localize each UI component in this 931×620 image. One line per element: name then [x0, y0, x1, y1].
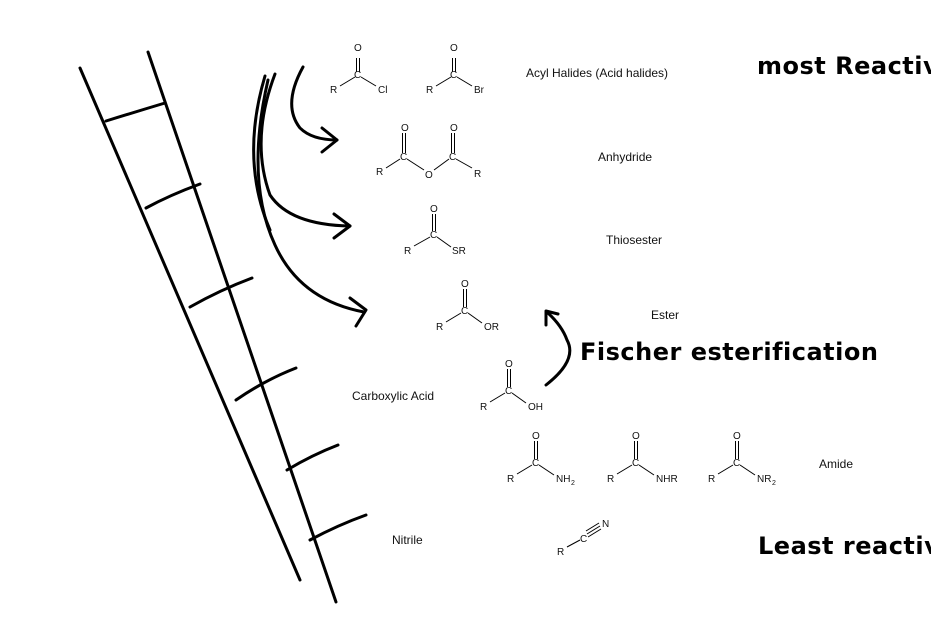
amide-nr2-structure: R C O NR 2	[708, 431, 776, 487]
fischer-arrowhead	[544, 309, 560, 327]
r-label: R	[474, 169, 481, 180]
r-label: R	[607, 474, 614, 485]
c-label: C	[505, 386, 512, 397]
nr2-label: NR	[757, 474, 771, 485]
ladder-rung	[144, 182, 202, 210]
o-label: O	[450, 123, 458, 134]
nh2-label: NH	[556, 474, 570, 485]
o-label: O	[461, 279, 469, 290]
c-label: C	[461, 306, 468, 317]
acyl-bromide-structure: R C O Br	[426, 43, 485, 96]
o-label: O	[532, 431, 540, 442]
c-label: C	[354, 70, 361, 81]
ladder-rung	[308, 513, 368, 542]
subscript-2: 2	[571, 480, 575, 487]
ladder-rung	[234, 366, 298, 402]
label-acyl-halides: Acyl Halides (Acid halides)	[526, 66, 669, 80]
thioester-structure: R C O SR	[404, 204, 466, 257]
r-label: R	[426, 85, 433, 96]
subscript-2: 2	[772, 480, 776, 487]
ladder-rail-left	[78, 66, 302, 582]
o-label: O	[401, 123, 409, 134]
amide-nhr-structure: R C O NHR	[607, 431, 678, 485]
sr-label: SR	[452, 246, 466, 257]
or-label: OR	[484, 322, 499, 333]
label-anhydride: Anhydride	[598, 150, 653, 164]
r-label: R	[376, 167, 383, 178]
o-label: O	[733, 431, 741, 442]
nhr-label: NHR	[656, 474, 678, 485]
r-label: R	[480, 402, 487, 413]
arrows	[252, 65, 572, 387]
o-bridge-label: O	[425, 170, 433, 181]
label-thioester: Thiosester	[606, 233, 663, 247]
r-label: R	[330, 85, 337, 96]
label-carboxylic-acid: Carboxylic Acid	[352, 389, 435, 403]
r-label: R	[507, 474, 514, 485]
o-label: O	[632, 431, 640, 442]
r-label: R	[404, 246, 411, 257]
oh-label: OH	[528, 402, 543, 413]
n-label: N	[602, 519, 609, 530]
ladder-rung	[104, 101, 167, 123]
o-label: O	[450, 43, 458, 54]
arrow-shaft-to-ester	[256, 78, 366, 314]
br-label: Br	[474, 85, 485, 96]
annotation-least-reactive: Least reactive	[758, 532, 931, 560]
c-label: C	[430, 230, 437, 241]
c-label: C	[733, 458, 740, 469]
ester-structure: R C O OR	[436, 279, 499, 333]
o-label: O	[505, 359, 513, 370]
annotation-most-reactive: most Reactive	[757, 52, 931, 80]
anhydride-structure: R C O O C O R	[376, 123, 481, 181]
arrow-shaft-to-anhydride	[290, 65, 339, 142]
c-label: C	[580, 534, 587, 545]
arrowhead-anhydride	[320, 126, 339, 154]
cl-label: Cl	[378, 85, 387, 96]
o-label: O	[430, 204, 438, 215]
c-label: C	[400, 152, 407, 163]
arrowhead-thioester	[332, 212, 352, 240]
amide-nh2-structure: R C O NH 2	[507, 431, 575, 487]
structures: R C O Cl R C O Br R C O	[330, 43, 776, 558]
c-label: C	[632, 458, 639, 469]
ladder	[78, 50, 368, 604]
annotation-fischer-esterification: Fischer esterification	[580, 338, 879, 366]
ladder-rung	[285, 443, 340, 472]
arrow-shaft-to-thioester	[259, 72, 352, 228]
acyl-chloride-structure: R C O Cl	[330, 43, 387, 96]
c-label: C	[449, 152, 456, 163]
label-ester: Ester	[651, 308, 680, 322]
label-nitrile: Nitrile	[392, 533, 423, 547]
nitrile-structure: R C N	[557, 519, 609, 558]
arrowhead-ester	[348, 296, 368, 328]
r-label: R	[708, 474, 715, 485]
r-label: R	[557, 547, 564, 558]
label-amide: Amide	[819, 457, 854, 471]
o-label: O	[354, 43, 362, 54]
carboxylic-acid-structure: R C O OH	[480, 359, 543, 413]
ladder-rung	[188, 276, 254, 309]
r-label: R	[436, 322, 443, 333]
c-label: C	[532, 458, 539, 469]
fischer-arrow	[544, 311, 572, 387]
c-label: C	[450, 70, 457, 81]
ladder-rail-right	[146, 50, 338, 604]
